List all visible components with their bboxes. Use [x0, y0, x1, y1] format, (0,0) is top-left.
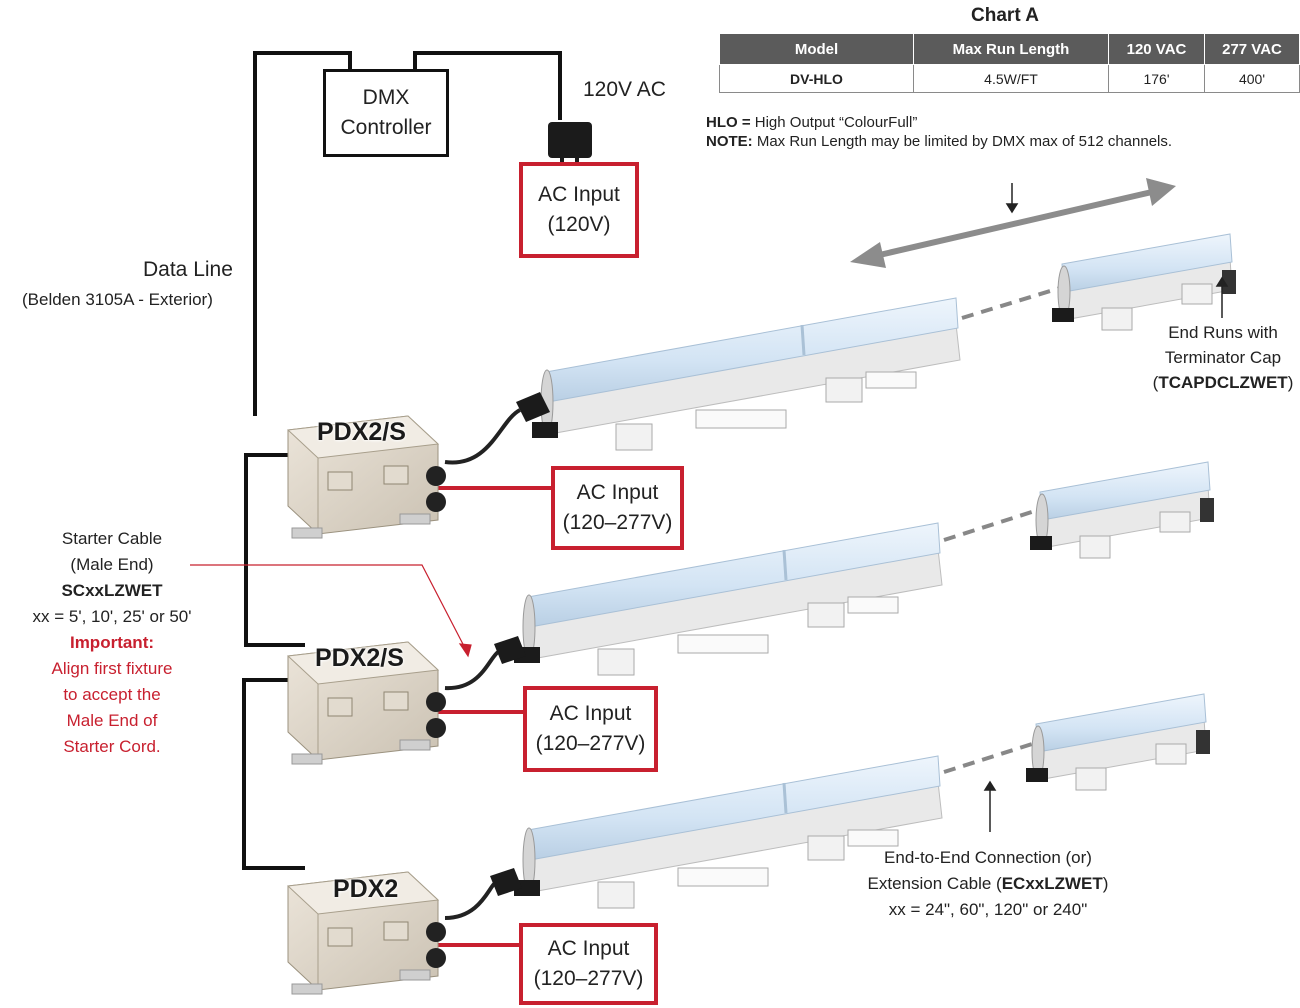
end-to-end-line2: Extension Cable (ECxxLZWET): [838, 871, 1138, 897]
end-runs-part-line: (TCAPDCLZWET): [1152, 373, 1294, 392]
starter-leader-line: [190, 564, 472, 658]
power-label: 120V AC: [583, 78, 666, 101]
starter-part: SCxxLZWET: [61, 581, 163, 600]
starter-lengths: xx = 5', 10', 25' or 50': [32, 607, 192, 626]
important-line-3: Male End of: [66, 711, 158, 730]
chart-header-277: 277 VAC: [1204, 33, 1300, 65]
important-label: Important:: [69, 633, 155, 652]
starter-plug-icons: [490, 392, 550, 896]
end-to-end-line1: End-to-End Connection (or): [884, 848, 1092, 867]
ac-input-2-line1: AC Input: [549, 702, 632, 725]
end-runs-label: End Runs with Terminator Cap (TCAPDCLZWE…: [1146, 320, 1300, 395]
important-line-4: Starter Cord.: [63, 737, 161, 756]
fixture-run-3: [512, 693, 1211, 910]
ac-input-1-line1: AC Input: [576, 481, 659, 504]
ac-input-top-line2: (120V): [547, 213, 611, 236]
chart-cell-120: 176': [1108, 64, 1205, 93]
chart-title: Chart A: [971, 5, 1039, 26]
end-runs-part: TCAPDCLZWET: [1158, 373, 1288, 392]
data-line-wires: [242, 51, 562, 870]
dmx-controller-line1: DMX: [362, 86, 410, 109]
chart-table: Model Max Run Length 120 VAC 277 VAC DV-…: [719, 33, 1300, 93]
note-label: NOTE:: [706, 133, 753, 150]
ac-input-2: AC Input (120–277V): [523, 686, 658, 772]
ac-input-2-line2: (120–277V): [535, 732, 646, 755]
chart-header-120: 120 VAC: [1108, 33, 1205, 65]
fixture-run-1: [530, 233, 1237, 452]
chart-row: DV-HLO 4.5W/FT 176' 400': [719, 64, 1300, 93]
starter-cable-block: Starter Cable (Male End) SCxxLZWET xx = …: [2, 526, 222, 760]
end-to-end-part: ECxxLZWET: [1001, 874, 1103, 893]
run-length-note: NOTE: Max Run Length may be limited by D…: [706, 132, 1172, 151]
starter-line1: Starter Cable: [61, 529, 163, 548]
hlo-note: HLO = High Output “ColourFull”: [706, 113, 917, 132]
pointer-arrows: [983, 183, 1229, 832]
ac-input-3: AC Input (120–277V): [519, 923, 658, 1005]
end-runs-line1: End Runs with: [1168, 323, 1278, 342]
dmx-controller-box: DMX Controller: [323, 69, 449, 157]
pdx-label-3: PDX2: [333, 875, 399, 903]
hlo-text: High Output “ColourFull”: [750, 114, 918, 131]
starter-cables: [444, 408, 522, 920]
note-text: Max Run Length may be limited by DMX max…: [752, 133, 1173, 150]
ac-input-top: AC Input (120V): [519, 162, 639, 258]
data-line-cable: (Belden 3105A - Exterior): [22, 290, 213, 309]
chart-header-model: Model: [719, 33, 914, 65]
starter-line2: (Male End): [70, 555, 154, 574]
pdx-label-1: PDX2/S: [317, 418, 406, 446]
run-direction-arrow: [850, 178, 1176, 268]
chart-header-row: Model Max Run Length 120 VAC 277 VAC: [719, 33, 1300, 65]
pdx-label-2: PDX2/S: [315, 644, 404, 672]
important-line-2: to accept the: [63, 685, 161, 704]
end-to-end-suffix: ): [1102, 874, 1109, 893]
end-runs-line2: Terminator Cap: [1164, 348, 1282, 367]
ac-power-wires: [432, 486, 551, 947]
ac-input-3-line2: (120–277V): [533, 967, 644, 990]
dmx-controller-line2: Controller: [340, 116, 432, 139]
hlo-label: HLO =: [706, 114, 751, 131]
chart-cell-run: 4.5W/FT: [913, 64, 1109, 93]
chart-cell-277: 400': [1204, 64, 1300, 93]
fixture-run-2: [512, 461, 1215, 677]
ac-input-1-line2: (120–277V): [562, 511, 673, 534]
data-line-label: Data Line: [143, 258, 233, 281]
end-to-end-prefix: Extension Cable (: [867, 874, 1002, 893]
important-line-1: Align first fixture: [51, 659, 173, 678]
end-to-end-label: End-to-End Connection (or) Extension Cab…: [838, 845, 1138, 923]
chart-cell-model: DV-HLO: [719, 64, 914, 93]
ac-input-top-line1: AC Input: [538, 183, 620, 206]
chart-header-run: Max Run Length: [913, 33, 1109, 65]
ac-input-3-line1: AC Input: [547, 937, 630, 960]
end-to-end-lengths: xx = 24", 60", 120" or 240": [888, 900, 1088, 919]
ac-input-1: AC Input (120–277V): [551, 466, 684, 550]
